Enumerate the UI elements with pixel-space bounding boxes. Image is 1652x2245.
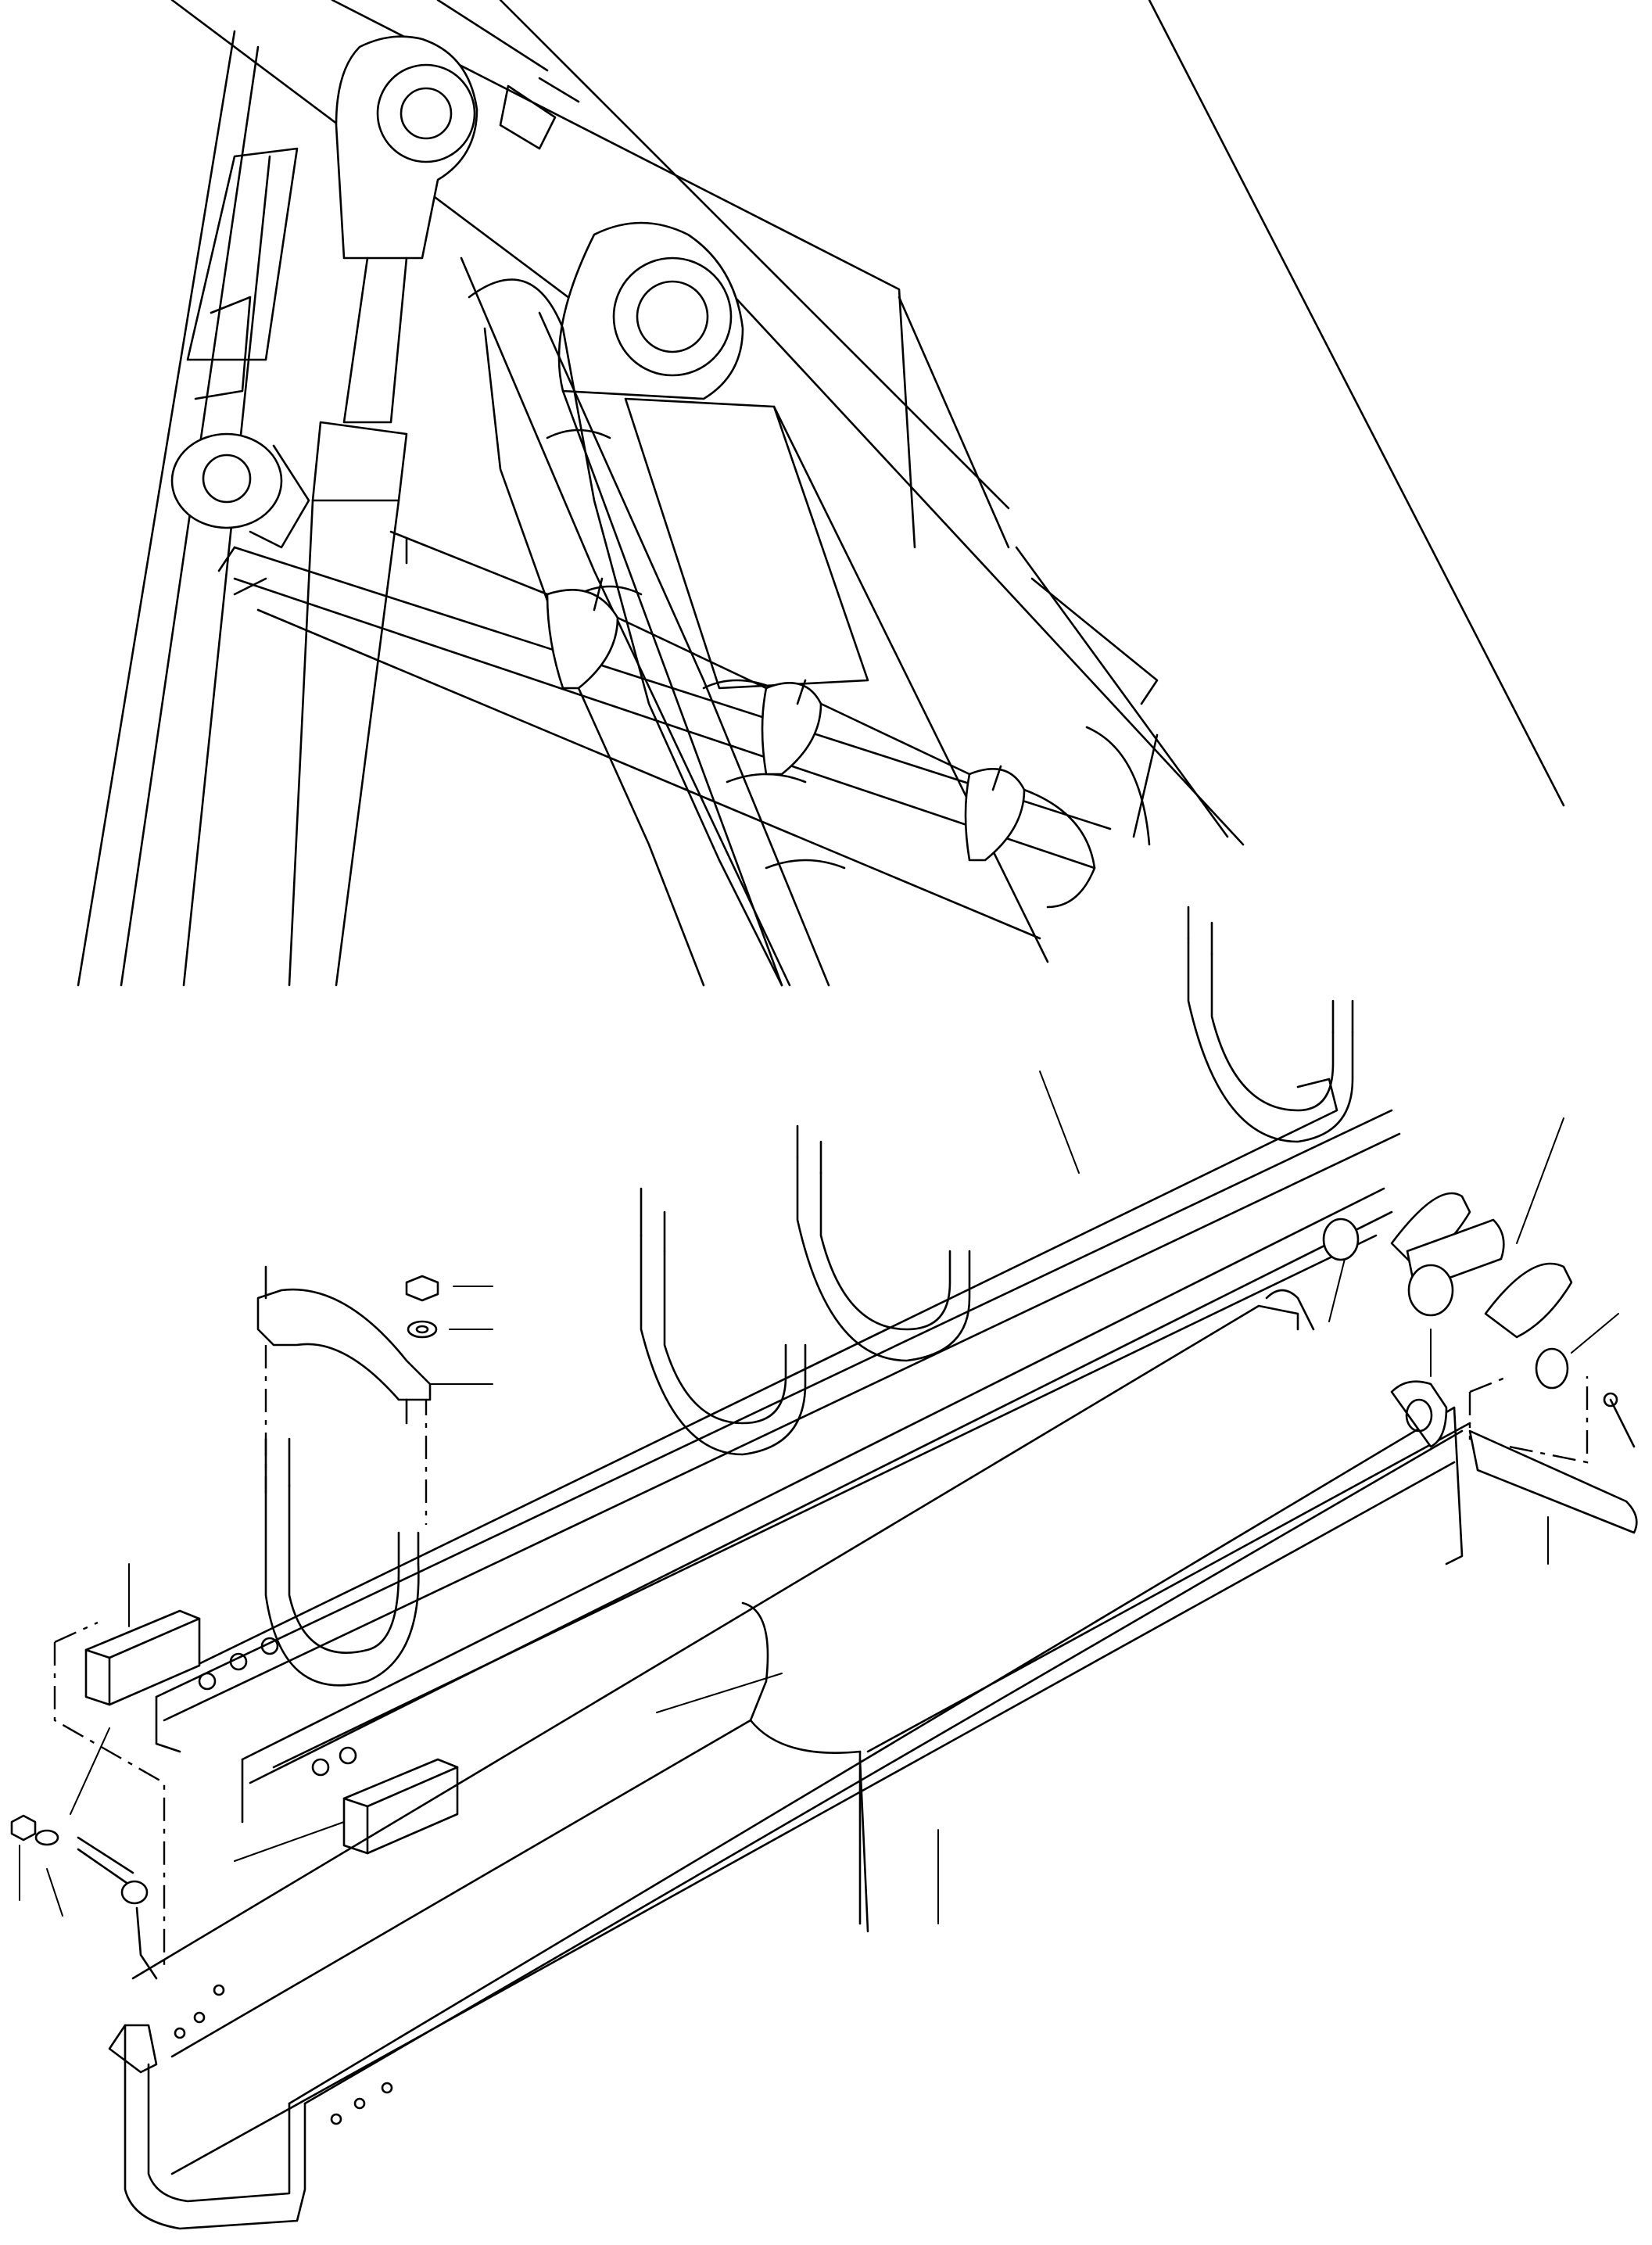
hose-clamp <box>964 768 1026 862</box>
assembled-view <box>77 0 1565 987</box>
leader-lines <box>19 1070 1619 1924</box>
clamp-saddle <box>256 1265 432 1425</box>
pivot-pin-assembly <box>1322 1192 1638 1534</box>
boom-frame <box>77 0 1565 987</box>
pin-eye-left <box>170 432 283 529</box>
spacer-blocks <box>84 1609 459 1855</box>
hose-clamp <box>761 682 822 776</box>
main-channel <box>108 1289 1471 2230</box>
snap-ring <box>1535 1347 1569 1390</box>
lift-cylinder-left <box>288 35 478 987</box>
snap-ring <box>1322 1218 1360 1261</box>
hose-clamp <box>546 588 619 690</box>
assembly-lines <box>53 1345 1589 1971</box>
exploded-view <box>10 906 1638 2230</box>
lift-cylinder-right <box>460 221 1049 987</box>
small-cylinder <box>170 147 310 549</box>
nut-and-washer <box>405 1275 439 1339</box>
hose-channel-assembled <box>217 530 1159 940</box>
pivot-pin <box>1468 1429 1638 1534</box>
bolt-assembly <box>10 1814 149 1905</box>
hose-rails <box>155 1078 1401 1824</box>
